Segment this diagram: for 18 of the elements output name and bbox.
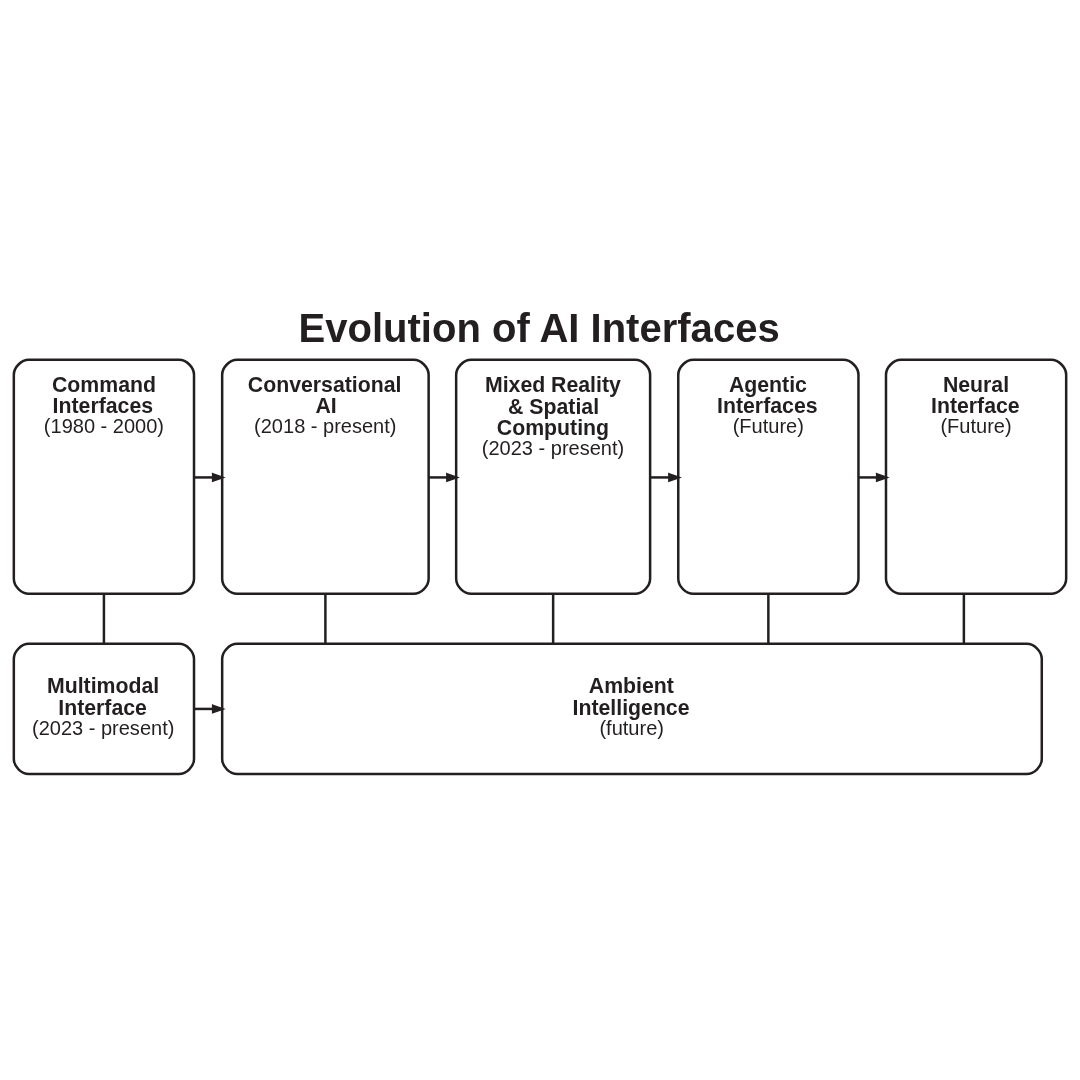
node-box: Conversational AI (2018 - present) xyxy=(220,358,430,596)
arrow xyxy=(194,472,226,483)
connector xyxy=(551,593,555,644)
connector xyxy=(767,593,770,644)
connector xyxy=(962,593,966,644)
node-box: Neural Interface (Future) xyxy=(884,358,1068,596)
arrow xyxy=(428,472,460,483)
node-box: Multimodal Interface (2023 - present) xyxy=(12,642,196,776)
node-box: Agentic Interfaces (Future) xyxy=(677,358,860,596)
arrow xyxy=(858,472,890,483)
arrow xyxy=(194,704,226,714)
connector xyxy=(102,593,106,644)
node-box: Ambient Intelligence (future) xyxy=(220,642,1043,776)
arrow xyxy=(650,472,682,483)
connector xyxy=(324,593,327,644)
diagram-title: Evolution of AI Interfaces xyxy=(298,305,780,350)
node-box: Command Interfaces (1980 - 2000) xyxy=(12,358,196,596)
node-box: Mixed Reality & Spatial Computing (2023 - present) xyxy=(454,358,652,596)
